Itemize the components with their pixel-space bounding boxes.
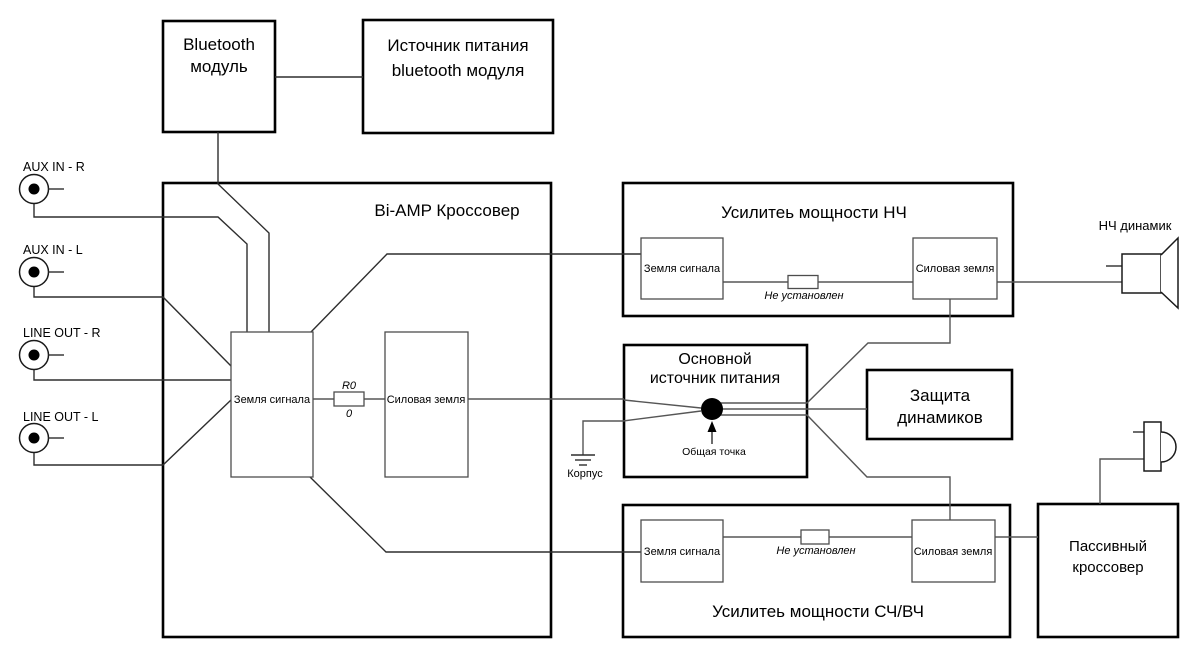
chassis-label: Корпус bbox=[567, 468, 603, 480]
line-out-l-label: LINE OUT - L bbox=[23, 410, 99, 424]
biamp-power-ground-box bbox=[384, 331, 469, 478]
biamp-crossover-box bbox=[161, 181, 553, 639]
amp-lf-power-ground-label: Силовая земля bbox=[916, 263, 995, 275]
main-psu-label-1: Основной bbox=[678, 351, 751, 368]
wire-chassis bbox=[582, 410, 702, 455]
speaker-cone bbox=[1160, 236, 1179, 310]
amp-mhf-signal-ground-box bbox=[640, 519, 724, 583]
passive-crossover-label-2: кроссовер bbox=[1072, 559, 1143, 576]
rca-center-pin bbox=[28, 183, 40, 195]
rca-center-pin bbox=[28, 266, 40, 278]
amp-lf-power-ground-box bbox=[912, 237, 998, 300]
common-point-dot bbox=[701, 398, 723, 420]
amp-mhf-power-ground-box bbox=[911, 519, 996, 583]
line-out-r-label: LINE OUT - R bbox=[23, 326, 101, 340]
amp-lf-resistor-note: Не установлен bbox=[764, 290, 843, 302]
wire-psu-to-lf-power-ground bbox=[718, 299, 951, 404]
wire-line-out-r bbox=[33, 369, 231, 381]
bluetooth-psu-box bbox=[361, 18, 555, 135]
amp-mhf-title: Усилитеь мощности СЧ/ВЧ bbox=[712, 602, 924, 621]
rca-line-out-r bbox=[18, 339, 64, 371]
common-point-arrow-head bbox=[707, 421, 717, 432]
rca-aux-in-l bbox=[18, 256, 64, 288]
wire-psu-input-diagonal bbox=[623, 399, 702, 409]
biamp-signal-ground-label: Земля сигнала bbox=[234, 394, 311, 406]
lf-speaker-icon bbox=[1106, 236, 1179, 310]
wire-psu-to-mhf-power-ground bbox=[718, 414, 951, 520]
amp-mhf-power-ground-label: Силовая земля bbox=[914, 546, 993, 558]
amp-lf-signal-ground-label: Земля сигнала bbox=[644, 263, 721, 275]
biamp-signal-ground-box bbox=[230, 331, 314, 478]
wire-to-amp-lf bbox=[310, 253, 641, 333]
aux-in-r-label: AUX IN - R bbox=[23, 160, 85, 174]
rca-line-out-l bbox=[18, 422, 64, 454]
chassis-ground-icon bbox=[571, 454, 595, 466]
amp-mhf-signal-ground-label: Земля сигнала bbox=[644, 546, 721, 558]
wire-line-out-l bbox=[33, 399, 232, 466]
aux-in-l-label: AUX IN - L bbox=[23, 243, 83, 257]
resistor-r0-label: R0 bbox=[342, 380, 357, 392]
bluetooth-module-label-1: Bluetooth bbox=[183, 35, 255, 54]
resistor-lf-not-installed bbox=[787, 274, 819, 290]
amp-lf-title: Усилитеь мощности НЧ bbox=[721, 203, 907, 222]
tweeter-dome bbox=[1160, 431, 1177, 463]
biamp-title: Bi-AMP Кроссовер bbox=[374, 201, 519, 220]
amp-lf-signal-ground-box bbox=[640, 237, 724, 300]
tweeter-icon bbox=[1133, 421, 1177, 472]
main-psu-label-2: источник питания bbox=[650, 370, 780, 387]
bluetooth-psu-label-2: bluetooth модуля bbox=[392, 61, 525, 80]
rca-center-pin bbox=[28, 432, 40, 444]
bluetooth-psu-label-1: Источник питания bbox=[387, 36, 528, 55]
amp-mhf-resistor-note: Не установлен bbox=[776, 545, 855, 557]
bluetooth-module-box bbox=[161, 19, 277, 134]
wire-to-amp-mhf bbox=[309, 476, 641, 553]
wire-aux-r bbox=[33, 203, 248, 332]
lf-speaker-label: НЧ динамик bbox=[1099, 218, 1172, 233]
common-point-label: Общая точка bbox=[682, 446, 746, 458]
wire-passive-to-tweeter bbox=[1099, 458, 1144, 504]
passive-crossover-box bbox=[1036, 502, 1180, 639]
resistor-r0-value: 0 bbox=[346, 408, 353, 420]
wire-bt-to-signal-ground bbox=[217, 132, 270, 332]
tweeter-body bbox=[1143, 421, 1162, 472]
speaker-protection-box bbox=[865, 368, 1014, 441]
passive-crossover-label-1: Пассивный bbox=[1069, 538, 1147, 555]
wire-aux-l bbox=[33, 286, 232, 367]
biamp-power-ground-label: Силовая земля bbox=[387, 394, 466, 406]
rca-aux-in-r bbox=[18, 173, 64, 205]
speaker-protection-label-2: динамиков bbox=[897, 408, 983, 427]
speaker-protection-label-1: Защита bbox=[910, 386, 971, 405]
resistor-r0 bbox=[333, 391, 365, 407]
resistor-mhf-not-installed bbox=[800, 529, 830, 545]
speaker-magnet bbox=[1121, 253, 1162, 294]
bluetooth-module-label-2: модуль bbox=[190, 57, 248, 76]
rca-center-pin bbox=[28, 349, 40, 361]
